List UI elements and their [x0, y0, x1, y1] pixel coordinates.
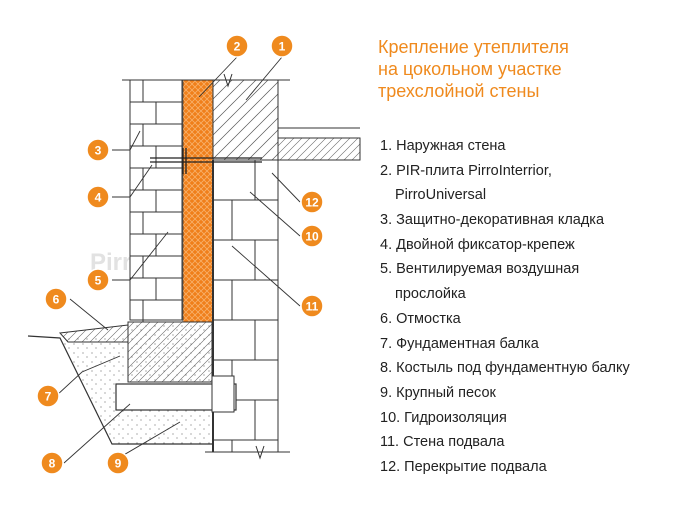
callout-2: 2 [225, 34, 249, 58]
callout-circle [40, 451, 64, 475]
callout-circle [300, 224, 324, 248]
beam-support-inner [211, 375, 235, 413]
title-line-1: Крепление утеплителя [378, 37, 569, 57]
callout-9: 9 [106, 451, 130, 475]
callout-11: 11 [300, 294, 324, 318]
pir-insulation-texture [183, 80, 213, 322]
leader-lines [55, 56, 301, 464]
callout-number: 9 [115, 456, 122, 470]
callout-1: 1 [270, 34, 294, 58]
blind-area [58, 324, 129, 343]
double-fastener [150, 148, 262, 174]
callout-circle [44, 287, 68, 311]
basement-slab [277, 137, 361, 161]
diagram-title: Крепление утеплителя на цокольном участк… [378, 36, 678, 102]
callout-5: 5 [86, 268, 110, 292]
callout-circle [106, 451, 130, 475]
callout-number: 10 [305, 229, 319, 243]
legend-item: 11. Стена подвала [380, 434, 505, 451]
callout-7: 7 [36, 384, 60, 408]
callout-number: 6 [53, 292, 60, 306]
legend-item: 2. PIR-плита PirroInterrior, [380, 162, 552, 179]
foundation-beam [127, 321, 213, 383]
legend-list: 1. Наружная стена 2. PIR-плита PirroInte… [380, 134, 685, 480]
legend-item: 1. Наружная стена [380, 138, 506, 154]
callout-number: 11 [306, 299, 319, 313]
callout-circle [86, 268, 110, 292]
callout-number: 7 [45, 389, 52, 403]
legend-item: PirroUniversal [395, 187, 487, 204]
legend-item: 12. Перекрытие подвала [380, 458, 547, 475]
callout-circle [86, 138, 110, 162]
callout-3: 3 [86, 138, 110, 162]
callout-circle [225, 34, 249, 58]
callout-number: 5 [95, 273, 102, 287]
legend-item: 9. Крупный песок [380, 384, 496, 401]
legend-item: прослойка [395, 286, 466, 303]
legend-item: 3. Защитно-декоративная кладка [380, 212, 605, 229]
callout-number: 2 [234, 39, 241, 53]
callout-number: 1 [279, 39, 286, 53]
callout-circle [36, 384, 60, 408]
title-line-3: трехслойной стены [378, 81, 540, 101]
callout-12: 12 [300, 190, 324, 214]
callout-circle [270, 34, 294, 58]
outer-wall [212, 79, 279, 161]
callout-8: 8 [40, 451, 64, 475]
callout-number: 8 [49, 456, 56, 470]
callout-circle [300, 294, 324, 318]
callout-number: 12 [305, 195, 319, 209]
callout-number: 4 [95, 190, 102, 204]
callout-4: 4 [86, 185, 110, 209]
callout-6: 6 [44, 287, 68, 311]
legend-item: 5. Вентилируемая воздушная [380, 261, 580, 278]
trench-outline [27, 335, 212, 445]
facing-masonry [129, 79, 183, 322]
break-marks [122, 73, 290, 460]
legend-item: 8. Костыль под фундаментную балку [380, 360, 630, 377]
legend-item: 6. Отмостка [380, 310, 461, 327]
callout-10: 10 [300, 224, 324, 248]
callout-number: 3 [95, 143, 102, 157]
callout-circle [300, 190, 324, 214]
legend-item: 4. Двойной фиксатор-крепеж [380, 236, 575, 253]
title-line-2: на цокольном участке [378, 59, 562, 79]
callout-circle [86, 185, 110, 209]
legend-item: 7. Фундаментная балка [380, 335, 539, 352]
legend-item: 10. Гидроизоляция [380, 409, 507, 426]
